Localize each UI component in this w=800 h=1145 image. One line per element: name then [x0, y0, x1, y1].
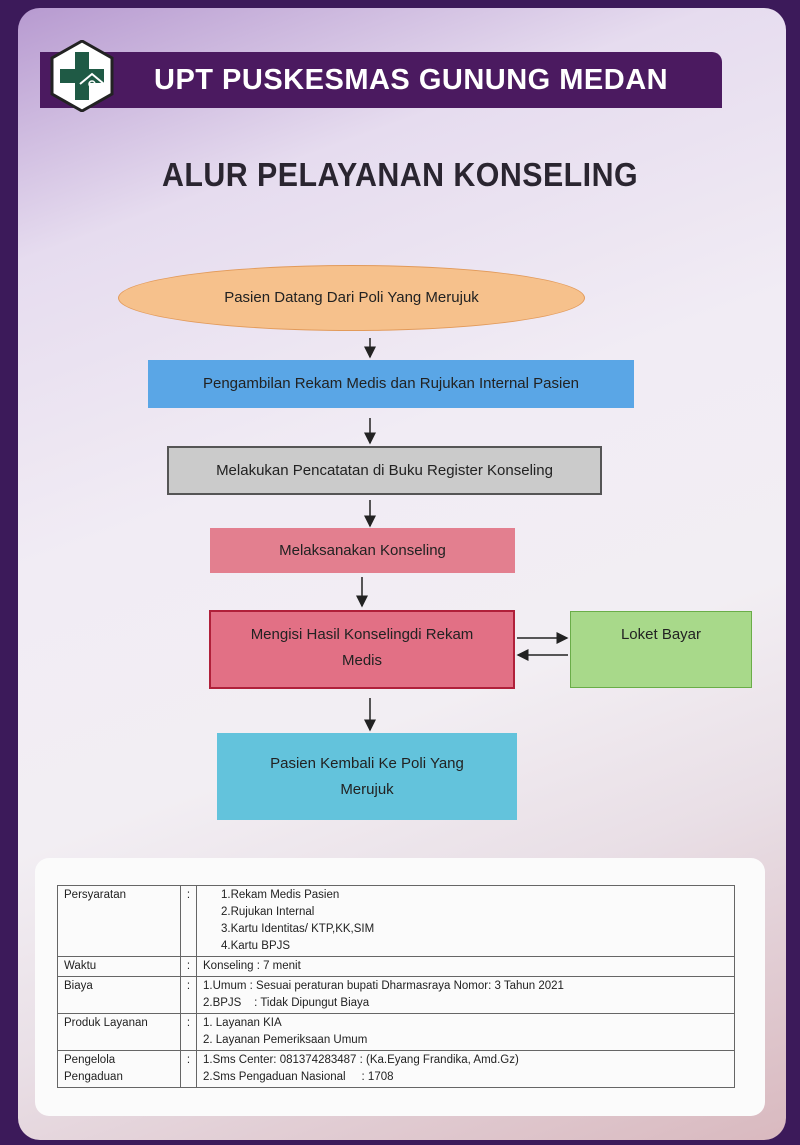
flow-step-konseling: Melaksanakan Konseling [210, 528, 515, 573]
row-value-line: Konseling : 7 menit [203, 960, 301, 972]
row-value-line: 2.BPJS : Tidak Dipungut Biaya [203, 997, 370, 1009]
row-colon: : [180, 1050, 197, 1088]
row-value: Konseling : 7 menit [196, 956, 735, 977]
info-table: Persyaratan: 1.Rekam Medis Pasien 2.Rujuka… [57, 885, 735, 1088]
header-banner: UPT PUSKESMAS GUNUNG MEDAN [40, 52, 722, 108]
row-value-line: 2.Sms Pengaduan Nasional : 1708 [203, 1071, 394, 1083]
row-value-line: 1.Rekam Medis Pasien [221, 889, 340, 901]
row-value: 1. Layanan KIA 2. Layanan Pemeriksaan Umu… [196, 1013, 735, 1051]
row-value-line: 2.Rujukan Internal [221, 906, 315, 918]
table-row: Produk Layanan:1. Layanan KIA 2. Layanan … [57, 1013, 735, 1051]
flow-loket-bayar: Loket Bayar [570, 611, 752, 688]
row-label: Pengelola Pengaduan [57, 1050, 181, 1088]
page-title: ALUR PELAYANAN KONSELING [161, 156, 639, 193]
row-value-line: 1.Umum : Sesuai peraturan bupati Dharmas… [203, 980, 564, 992]
step4-line2: Medis [341, 651, 382, 669]
row-value-line: 2. Layanan Pemeriksaan Umum [203, 1034, 368, 1046]
table-row: Persyaratan: 1.Rekam Medis Pasien 2.Rujuka… [57, 885, 735, 957]
table-row: Biaya:1.Umum : Sesuai peraturan bupati D… [57, 976, 735, 1014]
row-label: Waktu [57, 956, 181, 977]
row-value-line: 3.Kartu Identitas/ KTP,KK,SIM [221, 923, 375, 935]
row-label: Persyaratan [57, 885, 181, 957]
step4-line1: Mengisi Hasil Konselingdi Rekam [250, 626, 474, 643]
org-name: UPT PUSKESMAS GUNUNG MEDAN [154, 64, 669, 96]
row-colon: : [180, 976, 197, 1014]
puskesmas-logo-icon [50, 40, 114, 112]
table-row: Waktu: Konseling : 7 menit [57, 956, 735, 977]
row-value: 1.Sms Center: 081374283487 : (Ka.Eyang F… [196, 1050, 735, 1088]
end-line1: Pasien Kembali Ke Poli Yang [270, 755, 464, 772]
row-value: 1.Rekam Medis Pasien 2.Rujukan Internal 3.… [196, 885, 735, 957]
table-row: Pengelola Pengaduan:1.Sms Center: 081374… [57, 1050, 735, 1088]
row-label: Biaya [57, 976, 181, 1014]
end-line2: Merujuk [340, 780, 394, 798]
row-colon: : [180, 1013, 197, 1051]
row-value-line: 1. Layanan KIA [203, 1017, 282, 1029]
row-value-line: 1.Sms Center: 081374283487 : (Ka.Eyang F… [203, 1054, 519, 1066]
row-colon: : [180, 885, 197, 957]
row-colon: : [180, 956, 197, 977]
flow-step-rekam-medis: Pengambilan Rekam Medis dan Rujukan Inte… [148, 360, 634, 408]
row-value: 1.Umum : Sesuai peraturan bupati Dharmas… [196, 976, 735, 1014]
row-value-line: 4.Kartu BPJS [221, 940, 291, 952]
flow-step-pencatatan: Melakukan Pencatatan di Buku Register Ko… [167, 446, 602, 495]
flow-start: Pasien Datang Dari Poli Yang Merujuk [118, 265, 585, 331]
row-label: Produk Layanan [57, 1013, 181, 1051]
